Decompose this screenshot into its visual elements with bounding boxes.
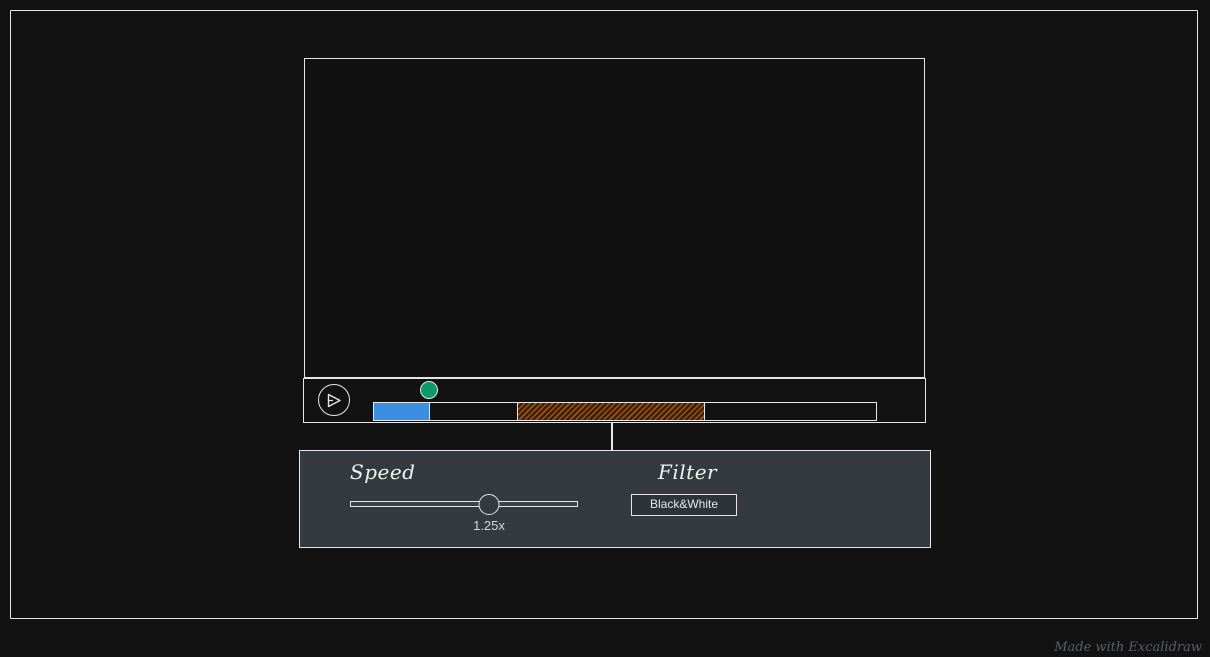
timeline-playhead[interactable] bbox=[420, 381, 439, 399]
timeline-buffered bbox=[516, 403, 706, 420]
timeline-track[interactable] bbox=[373, 402, 877, 421]
play-button[interactable] bbox=[318, 384, 350, 416]
play-icon bbox=[327, 393, 341, 408]
speed-slider-track[interactable] bbox=[350, 501, 578, 507]
speed-value: 1.25x bbox=[473, 518, 505, 533]
settings-panel bbox=[299, 450, 931, 548]
filter-select[interactable]: Black&White bbox=[631, 494, 737, 516]
speed-slider-thumb[interactable] bbox=[478, 494, 500, 515]
speed-label: Speed bbox=[350, 460, 416, 484]
watermark: Made with Excalidraw bbox=[1054, 640, 1202, 655]
video-screen[interactable] bbox=[304, 58, 925, 378]
connector-line bbox=[611, 423, 613, 450]
outer-frame bbox=[10, 10, 1198, 619]
timeline-progress bbox=[374, 403, 431, 420]
filter-label: Filter bbox=[658, 460, 718, 484]
